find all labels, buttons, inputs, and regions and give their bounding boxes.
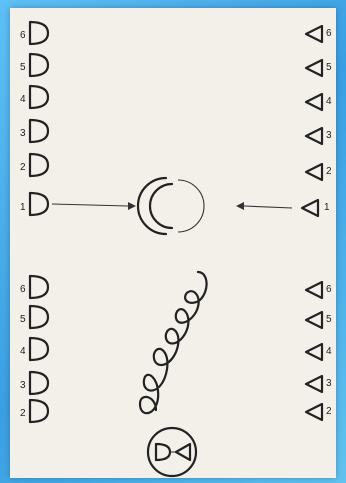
- tri-label-bottom-4: 4: [326, 346, 332, 357]
- d-label-bottom-6: 6: [20, 284, 26, 295]
- tri-label-top-3: 3: [326, 130, 332, 141]
- arrowhead-right: [128, 202, 136, 210]
- right-arrow: [236, 202, 292, 210]
- d-label-bottom-3: 3: [20, 380, 26, 391]
- d-shape-bottom-2: [30, 400, 48, 422]
- tri-label-top-1: 1: [324, 202, 330, 213]
- inner-triangle: [176, 444, 190, 460]
- left-arrow: [52, 202, 136, 210]
- triangle-bottom-3: [306, 376, 322, 392]
- triangle-top-6: [306, 26, 322, 42]
- top-right-triangle-column: 6 5 4 3 2 1: [302, 26, 332, 216]
- d-label-top-6: 6: [20, 30, 26, 41]
- d-label-bottom-5: 5: [20, 314, 26, 325]
- triangle-top-2: [306, 164, 322, 180]
- bottom-left-d-column: 6 5 4 3 2: [20, 276, 48, 422]
- d-shape-bottom-4: [30, 338, 48, 360]
- tri-label-bottom-3: 3: [326, 378, 332, 389]
- tri-label-top-4: 4: [326, 96, 332, 107]
- tri-label-top-6: 6: [326, 28, 332, 39]
- inner-d-shape: [156, 444, 170, 460]
- triangle-bottom-4: [306, 344, 322, 360]
- triangle-top-4: [306, 94, 322, 110]
- triangle-bottom-6: [306, 282, 322, 298]
- triangle-top-1: [302, 200, 318, 216]
- top-left-d-column: 6 5 4 3 2 1: [20, 22, 48, 215]
- d-label-top-1: 1: [20, 202, 26, 213]
- d-shape-bottom-3: [30, 372, 48, 394]
- d-label-bottom-2: 2: [20, 408, 26, 419]
- d-label-top-3: 3: [20, 128, 26, 139]
- spiral-coil: [140, 272, 207, 413]
- triangle-bottom-5: [306, 312, 322, 328]
- tri-label-top-5: 5: [326, 62, 332, 73]
- d-label-top-4: 4: [20, 94, 26, 105]
- d-shape-top-5: [30, 54, 48, 76]
- d-shape-top-1: [30, 193, 48, 215]
- triangle-top-5: [306, 60, 322, 76]
- double-c-ring: [138, 178, 204, 234]
- d-shape-top-3: [30, 120, 48, 142]
- triangle-bottom-2: [306, 404, 322, 420]
- d-shape-top-6: [30, 22, 48, 44]
- triangle-top-3: [306, 128, 322, 144]
- bottom-right-triangle-column: 6 5 4 3 2: [306, 282, 332, 420]
- d-shape-top-4: [30, 86, 48, 108]
- d-triangle-in-circle: [148, 428, 196, 476]
- d-label-bottom-4: 4: [20, 346, 26, 357]
- tri-label-bottom-5: 5: [326, 314, 332, 325]
- d-shape-bottom-6: [30, 276, 48, 298]
- d-label-top-5: 5: [20, 62, 26, 73]
- arrowhead-left: [236, 202, 244, 210]
- d-shape-bottom-5: [30, 306, 48, 328]
- d-label-top-2: 2: [20, 162, 26, 173]
- tri-label-bottom-2: 2: [326, 406, 332, 417]
- tri-label-top-2: 2: [326, 166, 332, 177]
- tri-label-bottom-6: 6: [326, 284, 332, 295]
- d-shape-top-2: [30, 154, 48, 176]
